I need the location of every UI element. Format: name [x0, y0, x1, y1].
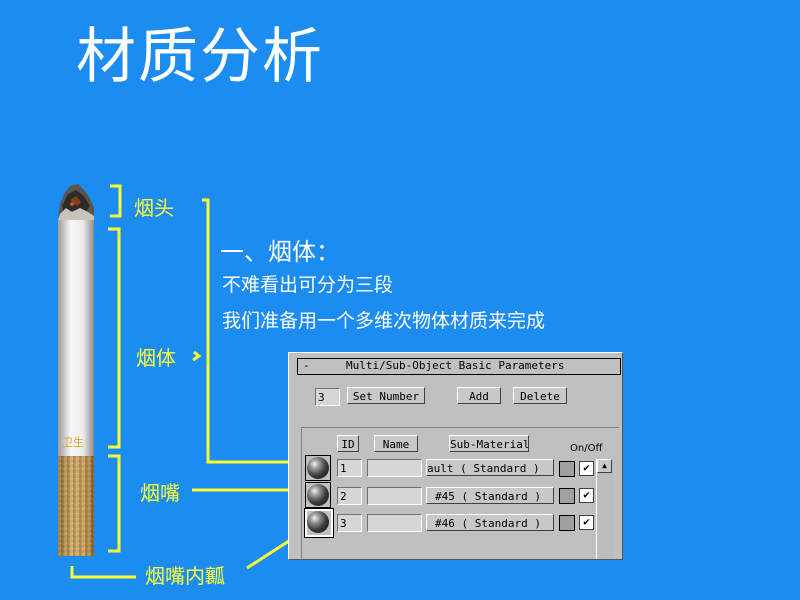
- label-body: 烟体: [136, 346, 176, 370]
- submaterial-button[interactable]: #46 ( Standard ): [426, 514, 554, 531]
- material-color-swatch[interactable]: [559, 461, 575, 477]
- description-line-2: 我们准备用一个多维次物体材质来完成: [222, 310, 546, 332]
- material-swatch-1[interactable]: [305, 455, 331, 481]
- description-heading: 一、烟体：: [220, 238, 340, 266]
- submaterial-button[interactable]: ault ( Standard ): [426, 459, 554, 476]
- material-list-scrollbar[interactable]: ▲: [596, 459, 613, 559]
- material-color-swatch[interactable]: [559, 488, 575, 504]
- collapse-icon[interactable]: -: [303, 359, 310, 372]
- material-name-field[interactable]: [367, 459, 422, 477]
- sort-id-button[interactable]: ID: [337, 435, 359, 452]
- material-swatch-3[interactable]: [304, 508, 334, 538]
- material-name-field[interactable]: [367, 487, 422, 505]
- sphere-icon: [307, 511, 329, 533]
- multi-sub-object-panel: - Multi/Sub-Object Basic Parameters 3 Se…: [288, 352, 623, 560]
- material-list-group: [301, 427, 619, 559]
- material-on-checkbox[interactable]: ✔: [579, 461, 594, 476]
- material-id-field[interactable]: 3: [337, 514, 362, 532]
- label-filter: 烟嘴: [140, 481, 180, 505]
- set-number-button[interactable]: Set Number: [347, 387, 425, 404]
- submaterial-button[interactable]: #45 ( Standard ): [426, 487, 554, 504]
- material-name-field[interactable]: [367, 514, 422, 532]
- sphere-icon: [307, 484, 329, 506]
- rollout-header[interactable]: - Multi/Sub-Object Basic Parameters: [297, 358, 621, 375]
- material-id-field[interactable]: 1: [337, 459, 362, 477]
- num-materials-field[interactable]: 3: [315, 388, 340, 406]
- on-off-header: On/Off: [570, 443, 603, 454]
- material-on-checkbox[interactable]: ✔: [579, 515, 594, 530]
- material-color-swatch[interactable]: [559, 515, 575, 531]
- cigarette-illustration: [58, 184, 94, 556]
- add-button[interactable]: Add: [457, 387, 501, 404]
- label-filter-inner: 烟嘴内瓤: [145, 564, 225, 588]
- material-on-checkbox[interactable]: ✔: [579, 488, 594, 503]
- label-tip: 烟头: [134, 196, 174, 220]
- cigarette-brand-mark: 卫生: [62, 436, 84, 449]
- rollout-title: Multi/Sub-Object Basic Parameters: [346, 359, 565, 372]
- sort-submaterial-button[interactable]: Sub-Material: [449, 435, 529, 452]
- delete-button[interactable]: Delete: [513, 387, 567, 404]
- slide-title: 材质分析: [76, 22, 324, 92]
- description-line-1: 不难看出可分为三段: [222, 274, 394, 296]
- material-id-field[interactable]: 2: [337, 487, 362, 505]
- scroll-up-arrow-icon[interactable]: ▲: [597, 459, 612, 473]
- sort-name-button[interactable]: Name: [374, 435, 418, 452]
- material-swatch-2[interactable]: [305, 482, 331, 508]
- sphere-icon: [307, 457, 329, 479]
